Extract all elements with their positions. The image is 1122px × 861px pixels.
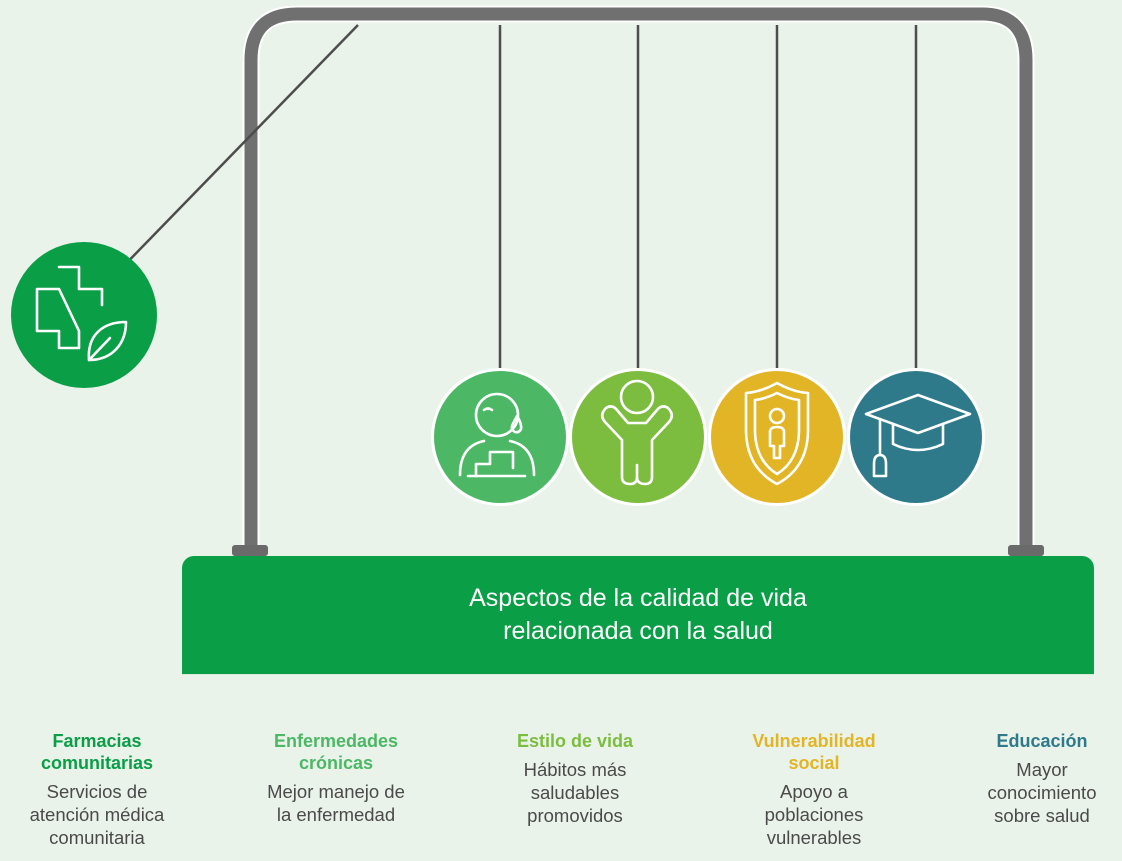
column-description-line: saludables bbox=[530, 782, 620, 803]
health-quality-banner: Aspectos de la calidad de vida relaciona… bbox=[182, 556, 1094, 674]
column-vulnerabilidad: Vulnerabilidad social Apoyo a poblacione… bbox=[724, 730, 904, 849]
column-description-line: comunitaria bbox=[49, 827, 145, 848]
ball-educacion bbox=[847, 368, 985, 506]
column-enfermedades: Enfermedades crónicas Mejor manejo de la… bbox=[246, 730, 426, 826]
column-title-line: Farmacias bbox=[52, 731, 142, 751]
graduation-cap-icon bbox=[864, 393, 972, 478]
frame-foot-right bbox=[1008, 545, 1044, 556]
ball-enfermedades bbox=[431, 368, 569, 506]
banner-title: Aspectos de la calidad de vida relaciona… bbox=[182, 582, 1094, 648]
column-title-line: comunitarias bbox=[40, 753, 154, 773]
column-description-line: sobre salud bbox=[994, 805, 1090, 826]
sick-patient-icon bbox=[458, 392, 536, 478]
banner-line-2: relacionada con la salud bbox=[503, 617, 773, 645]
frame-foot-left bbox=[232, 545, 268, 556]
column-title-line: crónicas bbox=[298, 753, 374, 773]
pharmacy-cross-leaf-icon bbox=[35, 265, 128, 362]
column-title-line: Educación bbox=[996, 731, 1088, 751]
column-title-line: Estilo de vida bbox=[516, 731, 634, 751]
column-title-line: Vulnerabilidad bbox=[752, 731, 876, 751]
column-description-line: Hábitos más bbox=[523, 759, 627, 780]
column-description-line: poblaciones bbox=[764, 804, 864, 825]
ball-vulnerabilidad bbox=[708, 368, 846, 506]
column-description-line: Mejor manejo de bbox=[267, 781, 405, 802]
pendulum-strings bbox=[111, 24, 918, 368]
column-description-line: vulnerables bbox=[766, 827, 862, 848]
cradle-frame bbox=[232, 5, 1044, 565]
column-description-line: conocimiento bbox=[987, 782, 1097, 803]
column-description-line: Servicios de bbox=[46, 781, 148, 802]
column-description-line: la enfermedad bbox=[276, 804, 396, 825]
column-estilo-de-vida: Estilo de vida Hábitos más saludables pr… bbox=[485, 730, 665, 827]
column-farmacias: Farmacias comunitarias Servicios de aten… bbox=[7, 730, 187, 849]
banner-line-1: Aspectos de la calidad de vida bbox=[469, 584, 807, 612]
happy-child-icon bbox=[600, 379, 674, 486]
column-title-line: Enfermedades bbox=[273, 731, 399, 751]
column-title-line: social bbox=[788, 753, 840, 773]
shield-person-icon bbox=[744, 381, 810, 486]
column-description-line: Apoyo a bbox=[780, 781, 848, 802]
column-description-line: promovidos bbox=[527, 805, 623, 826]
string-lifted bbox=[111, 24, 359, 279]
column-educacion: Educación Mayor conocimiento sobre salud bbox=[962, 730, 1122, 827]
column-description-line: Mayor bbox=[1016, 759, 1068, 780]
ball-estilo-de-vida bbox=[569, 368, 707, 506]
column-description-line: atención médica bbox=[29, 804, 165, 825]
ball-farmacias bbox=[11, 242, 157, 388]
